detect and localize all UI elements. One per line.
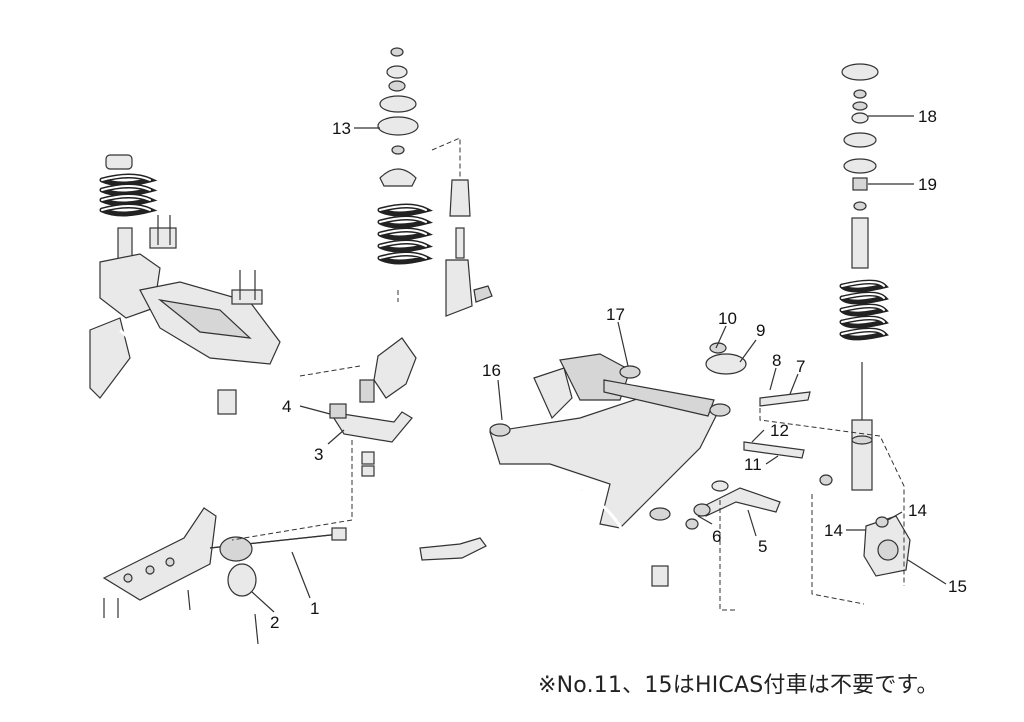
- callout-6: 6: [712, 527, 721, 546]
- callout-14-lower: 14: [824, 521, 843, 540]
- callout-15: 15: [948, 577, 967, 596]
- callout-19: 19: [918, 175, 937, 194]
- callout-3: 3: [314, 445, 323, 464]
- callout-13: 13: [332, 119, 351, 138]
- footnote: ※No.11、15はHICAS付車は不要です。: [538, 673, 939, 698]
- callout-8: 8: [772, 351, 781, 370]
- rear-subframe: [489, 342, 747, 529]
- callout-leaders: [251, 115, 947, 613]
- callout-17: 17: [606, 305, 625, 324]
- callout-5: 5: [758, 537, 767, 556]
- callout-16: 16: [482, 361, 501, 380]
- callout-12: 12: [770, 421, 789, 440]
- front-stabilizer-bar: [118, 328, 302, 415]
- rear-hub-knuckle: [863, 515, 911, 577]
- callout-18: 18: [918, 107, 937, 126]
- front-strut-assembly: [99, 154, 161, 319]
- rear-stabilizer-bar: [581, 488, 743, 587]
- front-lower-arm: [328, 337, 487, 561]
- callout-10: 10: [718, 309, 737, 328]
- callout-2: 2: [270, 613, 279, 632]
- callout-4: 4: [282, 397, 291, 416]
- front-subframe: [89, 215, 281, 399]
- callout-14-upper: 14: [908, 501, 927, 520]
- callout-1: 1: [310, 599, 319, 618]
- callout-9: 9: [756, 321, 765, 340]
- front-arm-bracket: [102, 507, 347, 645]
- callout-7: 7: [796, 357, 805, 376]
- rear-strut-exploded-left: [377, 47, 493, 317]
- callout-11: 11: [744, 455, 762, 474]
- rear-strut-exploded-right: [839, 63, 889, 491]
